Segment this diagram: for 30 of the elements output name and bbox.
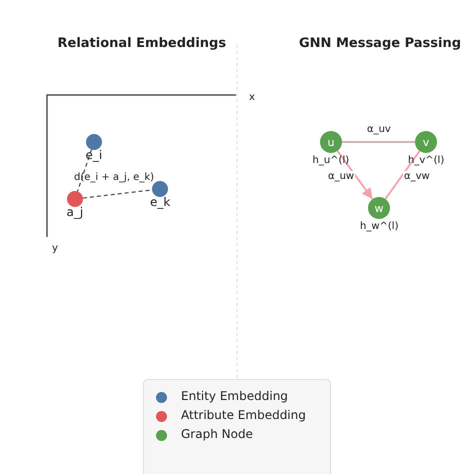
- arrow: [336, 150, 374, 200]
- legend-label: Graph Node: [181, 427, 253, 441]
- point-marker: [86, 134, 102, 150]
- graph-node-circle: [320, 131, 342, 153]
- node-caption: e_k: [150, 195, 170, 209]
- node-label: u: [326, 134, 336, 150]
- axis-label: y: [52, 242, 58, 254]
- distance-label: d(e_i + a_j, e_k): [74, 172, 154, 182]
- edge-label: α_uv: [366, 124, 392, 134]
- edge-label: α_uw: [327, 170, 356, 182]
- point-marker: [152, 181, 168, 197]
- graph-node-circle: [368, 197, 390, 219]
- node-caption: a_j: [66, 205, 84, 219]
- point-marker: [67, 191, 83, 207]
- node-caption: h_w^(l): [360, 221, 398, 232]
- edge-label: α_vw: [403, 170, 431, 182]
- axis-label: x: [249, 92, 255, 102]
- node-label: w: [374, 200, 384, 216]
- legend-label: Entity Embedding: [181, 389, 288, 403]
- connector-line: [384, 150, 420, 200]
- connector-line: [77, 149, 92, 192]
- node-caption: e_i: [86, 148, 102, 162]
- node-caption: h_v^(l): [408, 155, 444, 166]
- legend-label: Attribute Embedding: [181, 408, 306, 422]
- graph-node-circle: [415, 131, 437, 153]
- panel-title: Relational Embeddings: [58, 36, 226, 50]
- panel-title: GNN Message Passing: [299, 36, 462, 50]
- node-label: v: [422, 134, 430, 150]
- connector-line: [342, 141, 415, 143]
- node-caption: h_u^(l): [312, 155, 350, 166]
